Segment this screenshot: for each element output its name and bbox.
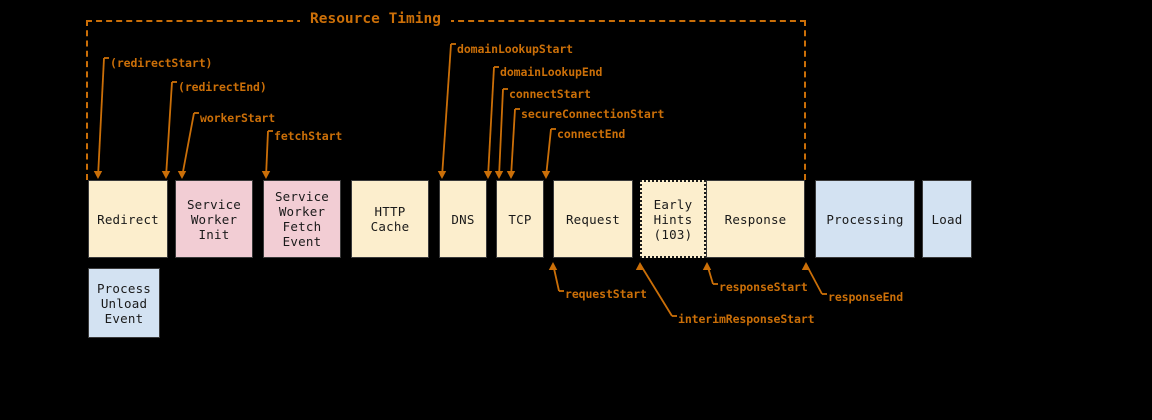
phase-box-request: Request (553, 180, 633, 258)
phase-box-label: Service Worker Init (186, 196, 242, 242)
phase-box-label: Processing (826, 211, 904, 227)
marker-label-requestStart: requestStart (565, 287, 647, 301)
phase-box-tcp: TCP (496, 180, 544, 258)
resource-timing-bracket (86, 20, 806, 180)
resource-timing-title: Resource Timing (300, 11, 451, 27)
marker-label-redirectStart: (redirectStart) (110, 56, 213, 70)
phase-box-label: Redirect (97, 211, 159, 227)
phase-box-label: Request (565, 211, 621, 227)
phase-box-label: Response (724, 211, 787, 227)
marker-label-fetchStart: fetchStart (274, 129, 343, 143)
marker-label-connectStart: connectStart (509, 87, 591, 101)
phase-box-response: Response (706, 180, 805, 258)
phase-box-early-hints: Early Hints (103) (640, 180, 706, 258)
marker-label-domainLookupEnd: domainLookupEnd (500, 65, 603, 79)
phase-box-redirect: Redirect (88, 180, 168, 258)
phase-box-label: Process Unload Event (96, 280, 152, 326)
phase-box-label: HTTP Cache (370, 204, 410, 234)
phase-box-dns: DNS (439, 180, 487, 258)
phase-box-process-unload: Process Unload Event (88, 268, 160, 338)
marker-label-connectEnd: connectEnd (557, 127, 626, 141)
phase-box-processing: Processing (815, 180, 915, 258)
phase-box-label: Early Hints (103) (653, 196, 693, 242)
marker-label-workerStart: workerStart (200, 111, 276, 125)
marker-label-responseStart: responseStart (719, 280, 808, 294)
phase-box-label: Load (931, 211, 963, 227)
phase-box-load: Load (922, 180, 972, 258)
phase-box-label: DNS (451, 211, 475, 227)
phase-box-label: TCP (508, 211, 532, 227)
marker-label-interimResponseStart: interimResponseStart (678, 312, 815, 326)
marker-label-responseEnd: responseEnd (828, 290, 904, 304)
phase-box-http-cache: HTTP Cache (351, 180, 429, 258)
marker-label-secureConnectionStart: secureConnectionStart (521, 107, 665, 121)
marker-label-redirectEnd: (redirectEnd) (178, 80, 267, 94)
phase-box-service-worker-fetch: Service Worker Fetch Event (263, 180, 341, 258)
phase-box-label: Service Worker Fetch Event (274, 189, 330, 249)
marker-label-domainLookupStart: domainLookupStart (457, 42, 574, 56)
phase-box-service-worker-init: Service Worker Init (175, 180, 253, 258)
